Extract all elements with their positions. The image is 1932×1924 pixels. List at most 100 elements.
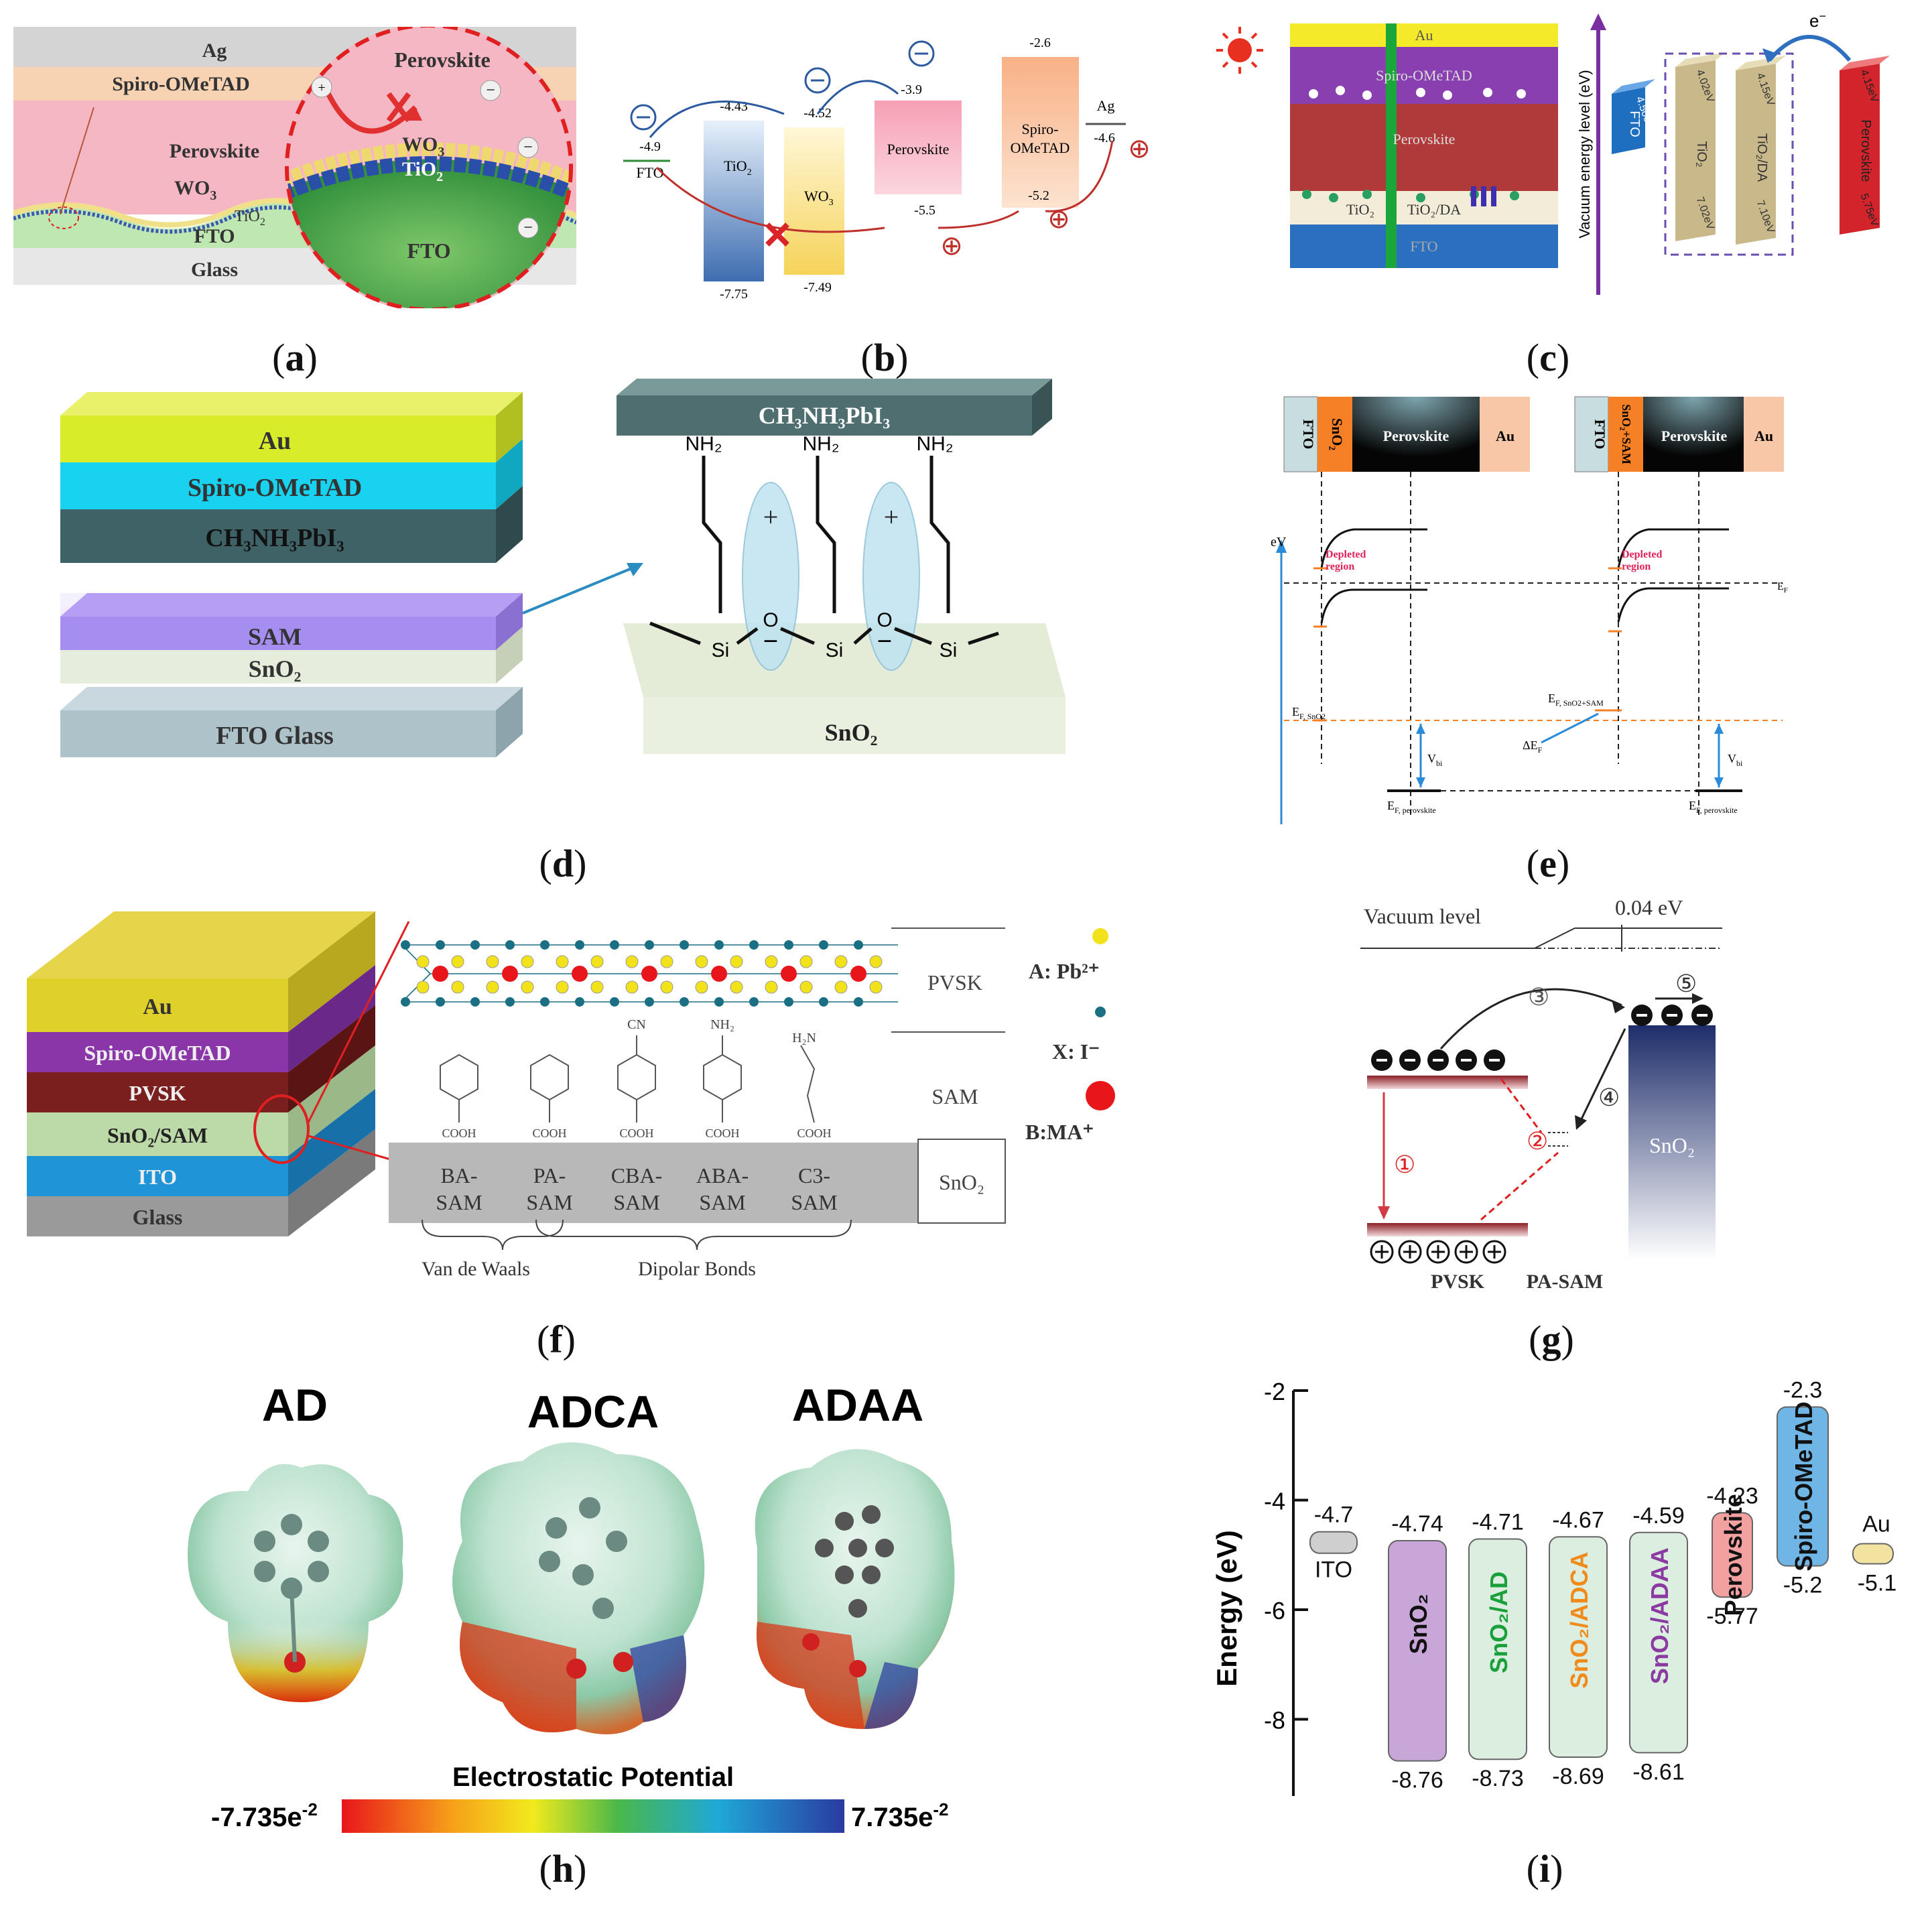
zoom-perovskite: Perovskite	[394, 48, 490, 72]
svg-text:Perovskite: Perovskite	[1383, 428, 1450, 444]
f-legend-swatch-2	[1086, 1081, 1115, 1110]
svg-text:−: −	[763, 626, 779, 656]
g-step-1: ①	[1394, 1151, 1415, 1178]
i-bar-7: Au -5.1	[1852, 1511, 1897, 1596]
f-sam-label-3b: SAM	[613, 1190, 659, 1214]
svg-text:Spiro-OMeTAD: Spiro-OMeTAD	[188, 474, 362, 502]
h-colorbar	[342, 1799, 844, 1833]
f-bond-vdw: Van de Waals	[422, 1258, 530, 1280]
ag-label: Ag	[1097, 97, 1115, 114]
svg-text:SnO₂: SnO₂	[249, 655, 302, 682]
h-surface-ad	[188, 1464, 403, 1702]
f-legend-pb: A: Pb²⁺	[1029, 959, 1100, 983]
svg-text:SnO₂: SnO₂	[1329, 418, 1346, 451]
i-bar-bottom-value: -5.1	[1858, 1570, 1897, 1596]
panel-e-band-diagram: FTO SnO₂ Perovskite Au FTO SnO₂+SAM Pero…	[1271, 396, 1788, 824]
caption-e: (e)	[1526, 842, 1570, 885]
f-sam-label-4a: ABA-	[696, 1163, 749, 1188]
g-holes	[1370, 1240, 1506, 1264]
h-surface-adca	[452, 1442, 705, 1734]
caption-h: (h)	[539, 1847, 587, 1890]
caption-f: (f)	[537, 1318, 576, 1361]
svg-text:CH₃NH₃PbI₃: CH₃NH₃PbI₃	[759, 402, 891, 429]
f-region-sam: SAM	[931, 1084, 978, 1108]
d-nh2-2: NH₂	[803, 433, 840, 455]
panel-b-energy-diagram: -4.9 FTO -4.43 -7.75 TiO2 -4.52 -7.49 WO…	[623, 36, 1151, 302]
h-surface-adaa	[755, 1449, 955, 1729]
i-bar-bottom-value: -5.2	[1783, 1573, 1823, 1598]
i-bar-top-value: -4.74	[1391, 1511, 1443, 1537]
wo3-label: WO3	[804, 188, 834, 208]
svg-text:FTO: FTO	[1627, 111, 1642, 137]
perovskite-label: Perovskite	[887, 141, 950, 157]
i-bar-name: ITO	[1315, 1557, 1352, 1583]
e-ef-pvsk-left: EF, perovskite	[1387, 799, 1436, 815]
svg-text:FTO Glass: FTO Glass	[216, 722, 334, 750]
zoom-tio2: TiO2	[402, 158, 443, 184]
e-right-device: FTO SnO₂+SAM Perovskite Au	[1574, 396, 1784, 472]
svg-text:Au: Au	[1496, 428, 1515, 444]
svg-text:CH₃NH₃PbI₃: CH₃NH₃PbI₃	[205, 524, 344, 552]
svg-text:TiO₂/DA: TiO₂/DA	[1754, 133, 1769, 182]
i-bar-bottom-value: -8.73	[1472, 1766, 1524, 1791]
f-legend: A: Pb²⁺ X: I⁻ B:MA⁺	[1025, 928, 1115, 1144]
layer-fto: FTO	[194, 225, 235, 247]
f-stack: Au Spiro-OMeTAD PVSK SnO₂/SAM ITO Glass	[27, 911, 410, 1236]
sun-icon	[1216, 27, 1263, 74]
layer-glass: Glass	[191, 259, 238, 281]
spiro-label-1: Spiro-	[1022, 121, 1059, 137]
i-bar-2: SnO₂/AD-4.71-8.73	[1468, 1510, 1527, 1791]
ag-value: -4.6	[1094, 131, 1115, 145]
d-si-2: Si	[826, 639, 844, 661]
layer-ag: Ag	[202, 40, 227, 62]
i-bar-rect	[1388, 1540, 1447, 1762]
i-bar-rect	[1549, 1536, 1608, 1758]
i-bar-name: SnO₂/ADCA	[1565, 1552, 1593, 1689]
f-legend-swatch-0	[1092, 928, 1108, 944]
svg-text:−: −	[523, 139, 533, 156]
c-layer-spiro: Spiro-OMeTAD	[1376, 67, 1472, 84]
c-layer-tio2: TiO₂	[1346, 201, 1374, 218]
i-bar-rect	[1629, 1531, 1688, 1754]
i-bar-name: SnO₂/AD	[1485, 1572, 1512, 1673]
caption-g: (g)	[1529, 1318, 1574, 1361]
d-top-slab: CH₃NH₃PbI₃	[617, 379, 1052, 436]
caption-a: (a)	[272, 336, 318, 379]
i-bar-3: SnO₂/ADCA-4.67-8.69	[1549, 1507, 1608, 1789]
perovskite-top: -3.9	[901, 82, 922, 97]
f-sam-label-2a: PA-	[533, 1163, 566, 1188]
layer-perovskite: Perovskite	[170, 140, 259, 162]
i-bar-top-value: -4.23	[1706, 1483, 1758, 1509]
svg-text:TiO₂: TiO₂	[1694, 141, 1709, 167]
i-bar-name: SnO₂	[1405, 1594, 1432, 1654]
c-layer-tio2da: TiO₂/DA	[1407, 201, 1461, 218]
svg-text:PVSK: PVSK	[129, 1081, 186, 1105]
h-colorbar-min: -7.735e-2	[211, 1799, 318, 1832]
fto-value: -4.9	[639, 139, 661, 154]
tio2-bottom: -7.75	[720, 287, 748, 302]
d-layer-sam: SAM	[60, 593, 523, 660]
i-bar-top-value: -4.7	[1314, 1502, 1354, 1528]
svg-text:+: +	[884, 502, 899, 532]
spiro-label-2: OMeTAD	[1011, 139, 1070, 156]
g-step-5: ⑤	[1675, 970, 1697, 997]
svg-text:−: −	[523, 219, 533, 237]
e-ef-sno2sam: EF, SnO2+SAM	[1548, 692, 1604, 708]
e-left-device: FTO SnO₂ Perovskite Au	[1283, 396, 1530, 472]
panel-g-charge-transfer: Vacuum level 0.04 eV SnO₂ ① ② ③ ④ ⑤ PVSK…	[1360, 895, 1722, 1293]
i-bar-bottom-value: -8.61	[1632, 1759, 1685, 1785]
svg-text:Spiro-OMeTAD: Spiro-OMeTAD	[84, 1041, 231, 1065]
svg-text:SnO₂: SnO₂	[825, 719, 878, 746]
svg-text:⊕: ⊕	[1128, 133, 1151, 164]
i-bar-name: Au	[1862, 1511, 1890, 1537]
g-step-4: ④	[1598, 1084, 1620, 1111]
f-bond-dipolar: Dipolar Bonds	[638, 1258, 756, 1280]
fto-label: FTO	[636, 164, 663, 181]
h-mol-adaa: ADAA	[792, 1380, 923, 1431]
svg-text:Perovskite: Perovskite	[1661, 428, 1728, 444]
i-bar-top-value: -2.3	[1783, 1378, 1823, 1403]
panel-h-esp-maps: AD ADCA ADAA Electrostatic Potential -7.…	[188, 1380, 955, 1833]
i-bar-bottom-value: -8.76	[1391, 1768, 1443, 1793]
spiro-top: -2.6	[1029, 36, 1051, 50]
f-legend-i: X: I⁻	[1052, 1039, 1100, 1064]
